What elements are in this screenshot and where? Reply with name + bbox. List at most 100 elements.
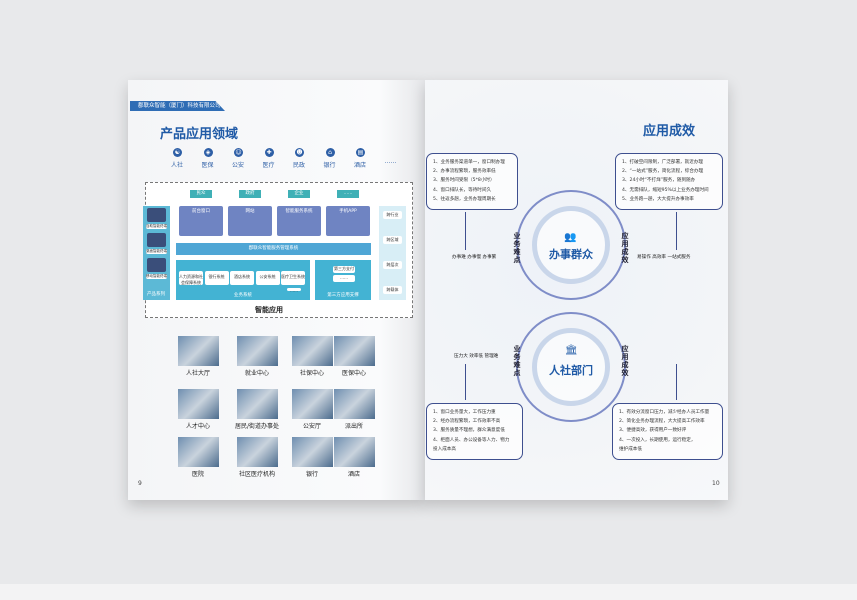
top-tag: 民众: [190, 190, 212, 198]
domain-icon: ⌂: [325, 148, 335, 157]
channel-tile: 手机APP: [326, 206, 370, 236]
floor: [0, 584, 857, 600]
photo-caption: 人才中心: [185, 423, 210, 430]
scope-column: [379, 206, 406, 300]
pain-points-citizens: 办事难 办事慢 办事繁: [452, 255, 497, 260]
business-more: ……: [287, 288, 301, 293]
photo-caption: 人社大厅: [185, 370, 210, 377]
location-photo: [292, 437, 333, 467]
product-label: 移动智能终端: [146, 274, 167, 279]
box-line: 投入成本高: [433, 446, 456, 452]
connector: [676, 364, 677, 400]
location-photo: [178, 336, 219, 366]
domain-icon: ☺: [234, 148, 243, 157]
domain-label: ……: [384, 158, 397, 165]
photo-caption: 酒店: [347, 471, 360, 478]
box-line: 1、有效分流窗口压力，减少经办人员工作量: [619, 410, 710, 415]
product-image: [147, 208, 166, 222]
domain-icon: ▤: [356, 148, 365, 157]
box-line: 4、一次投入，长期使用，运行稳定，: [619, 437, 696, 443]
inner-ring-department: [532, 328, 610, 406]
box-line: 2、办事流程繁琐，服务效率低: [433, 169, 496, 175]
domain-label: 人社: [171, 162, 184, 169]
location-photo: [237, 336, 278, 366]
location-photo: [334, 389, 375, 419]
scope-tag: 跨层次: [383, 261, 402, 269]
circle-title-citizens: 办事群众: [549, 248, 593, 261]
label-pain-citizens: 业务难点: [513, 232, 521, 264]
third-party-item: 第三方支付: [333, 266, 355, 273]
scope-tag: 跨载体: [383, 286, 402, 294]
location-photo: [237, 437, 278, 467]
products-label: 产品系列: [147, 292, 165, 297]
photo-caption: 医保中心: [341, 370, 366, 377]
connector: [465, 364, 466, 400]
domain-icon: ☻: [295, 148, 304, 157]
domain-label: 酒店: [354, 162, 367, 169]
box-line: 4、窗口排队长，等待时间久: [433, 187, 492, 193]
photo-caption: 派出所: [344, 423, 363, 430]
box-line: 3、服务时间受限（5*8小时）: [433, 178, 495, 184]
top-tag: ……: [337, 190, 359, 198]
domain-icon: ◈: [203, 148, 213, 157]
domain-label: 民政: [293, 162, 306, 169]
product-label: 桌面智能终端: [146, 249, 167, 254]
box-line: 3、服务质量不理想，群众满意度低: [433, 428, 505, 434]
circle-title-department: 人社部门: [549, 364, 593, 377]
problems-box-citizens: 1、业务服务渠道单一，窗口制办理 2、办事流程繁琐，服务效率低 3、服务时间受限（5…: [426, 153, 518, 210]
business-system: 公安系统: [255, 271, 280, 285]
box-line: 4、柜面人员、办公设备等人力、物力: [433, 437, 510, 443]
page-title: 产品应用领域: [160, 127, 239, 142]
people-group-icon: 👥: [564, 232, 577, 243]
domain-label: 银行: [323, 162, 336, 169]
domain-icon: ☯: [173, 148, 182, 157]
domain-label: 医保: [201, 162, 214, 169]
page-number-right: 10: [712, 480, 720, 487]
product-image: [147, 233, 166, 247]
scope-tag: 跨区域: [383, 236, 402, 244]
location-photo: [334, 336, 375, 366]
photo-caption: 银行: [305, 471, 318, 478]
domain-icon: ✚: [264, 148, 274, 157]
company-banner: 郡联众智能（厦门）科技有限公司: [130, 101, 225, 111]
product-image: [147, 258, 166, 272]
domain-label: 医疗: [262, 162, 275, 169]
box-line: 2、经办流程繁琐，工作效率不高: [433, 419, 501, 425]
photo-caption: 医院: [191, 471, 204, 478]
box-line: 2、“一站式”服务，简化流程，综合办理: [622, 169, 704, 175]
page-number: 9: [138, 480, 142, 487]
photo-caption: 社区医疗机构: [238, 471, 275, 478]
platform-bar: 郡联众智能服务管理系统: [176, 243, 371, 255]
location-photo: [237, 389, 278, 419]
box-line: 1、窗口业务量大，工作压力重: [433, 410, 496, 415]
box-line: 5、往返多趟，业务办理周期长: [433, 196, 496, 202]
label-pain-department: 业务难点: [513, 345, 521, 377]
location-photo: [334, 437, 375, 467]
location-photo: [292, 336, 333, 366]
location-photo: [178, 389, 219, 419]
ring-department: [516, 312, 626, 422]
inner-ring-citizens: [532, 206, 610, 284]
box-line: 4、无需排队，缩短95%以上业务办理时间: [622, 187, 709, 193]
photo-caption: 社保中心: [299, 370, 324, 377]
problems-box-department: 1、窗口业务量大，工作压力重 2、经办流程繁琐，工作效率不高 3、服务质量不理想，群…: [426, 403, 523, 460]
location-photo: [292, 389, 333, 419]
scope-tag: 跨行业: [383, 211, 402, 219]
box-line: 1、业务服务渠道单一，窗口制办理: [433, 160, 505, 165]
top-tag: 企业: [288, 190, 310, 198]
business-label: 业务系统: [234, 293, 252, 298]
benefits-citizens: 易操作 高效率 一站式服务: [637, 255, 691, 260]
location-photo: [178, 437, 219, 467]
business-system: 人力资源和社会保障系统: [179, 271, 203, 285]
photo-caption: 公安厅: [302, 423, 321, 430]
ring-citizens: [516, 190, 626, 300]
channel-tile: 智能服务系统: [277, 206, 321, 236]
photo-caption: 就业中心: [244, 370, 269, 377]
box-line: 1、打破空间限制，广泛部署，就近办理: [622, 160, 704, 165]
channel-tile: 前台窗口: [179, 206, 223, 236]
business-system: 酒店系统: [230, 271, 254, 285]
box-line: 2、简化业务办理流程，大大提高工作效率: [619, 419, 705, 425]
top-tag: 政府: [239, 190, 261, 198]
